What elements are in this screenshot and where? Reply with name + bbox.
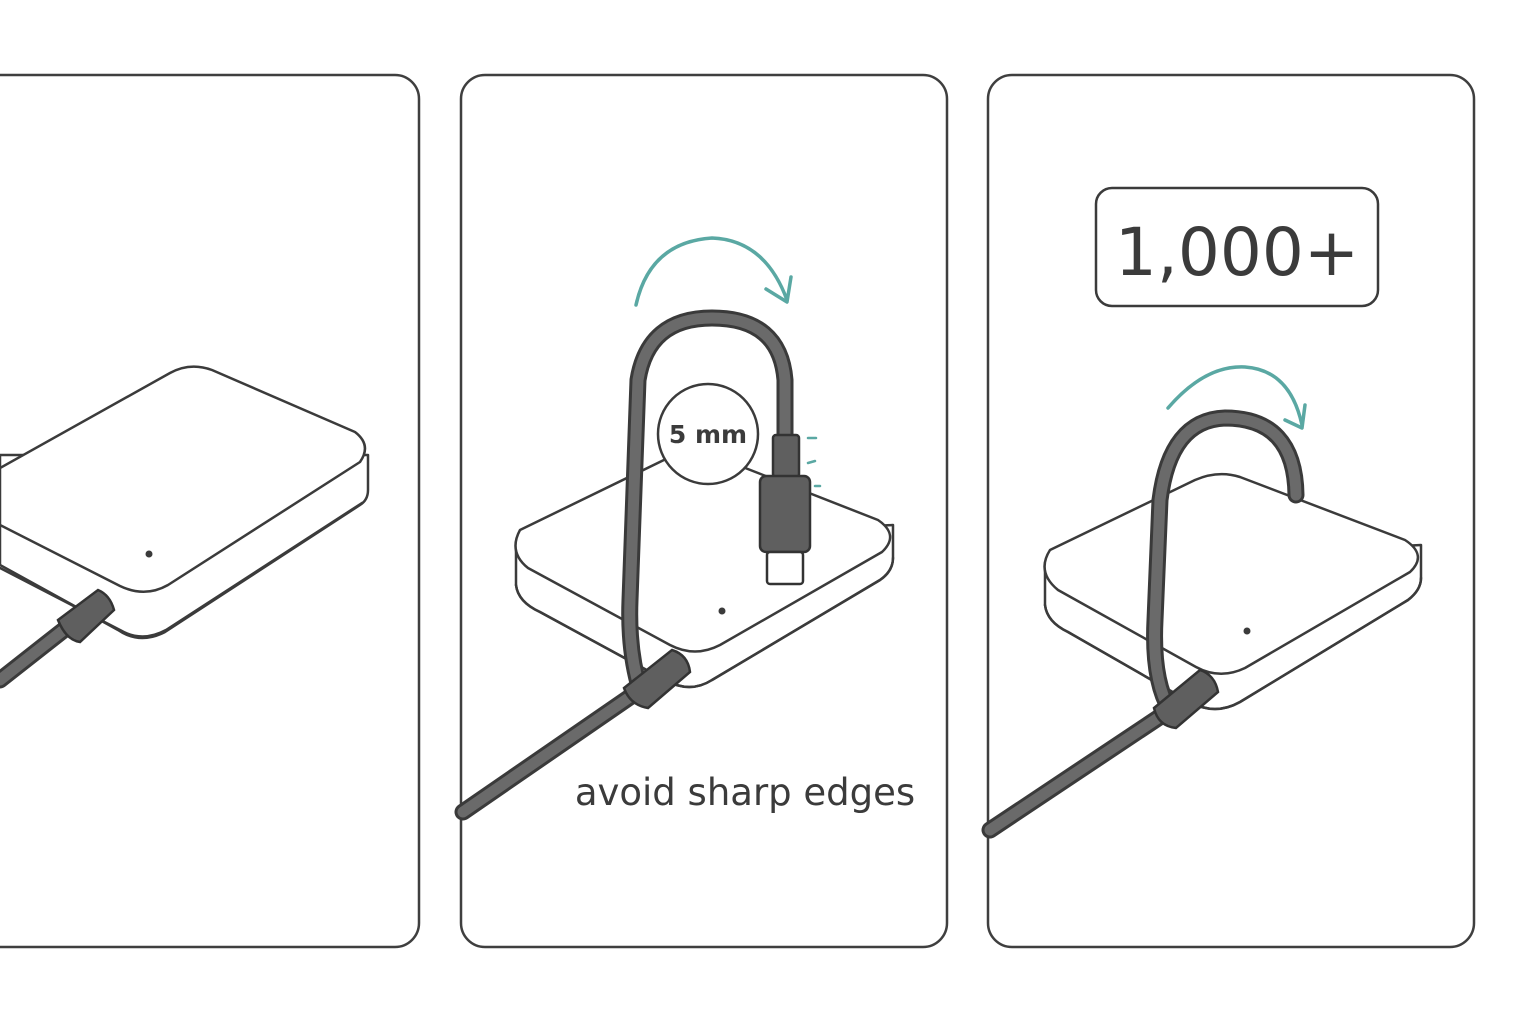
charging-pad-icon bbox=[1043, 472, 1423, 711]
cable bbox=[0, 588, 116, 689]
bend-arrow-icon bbox=[1166, 365, 1307, 430]
status-led bbox=[718, 607, 726, 615]
bend-radius-label: 5 mm bbox=[669, 420, 747, 449]
bend-radius-badge: 5 mm bbox=[656, 382, 760, 486]
panel-3: 1,000+ bbox=[981, 73, 1476, 949]
charging-pad-icon bbox=[0, 365, 370, 640]
status-led bbox=[1243, 627, 1251, 635]
status-led bbox=[145, 550, 153, 558]
cycles-badge: 1,000+ bbox=[1094, 186, 1380, 308]
panel-2: 5 mm avoid sharp edges bbox=[454, 73, 949, 949]
cable bbox=[981, 409, 1305, 839]
panel-1 bbox=[0, 73, 421, 949]
usb-c-connector-icon bbox=[758, 433, 822, 586]
cycles-label: 1,000+ bbox=[1115, 214, 1359, 291]
cable bbox=[454, 309, 794, 821]
cable-plug bbox=[1152, 668, 1220, 730]
cable-plug bbox=[56, 588, 116, 644]
cable-plug bbox=[622, 648, 692, 710]
bend-arrow-icon bbox=[634, 236, 793, 307]
caption: avoid sharp edges bbox=[575, 771, 915, 814]
